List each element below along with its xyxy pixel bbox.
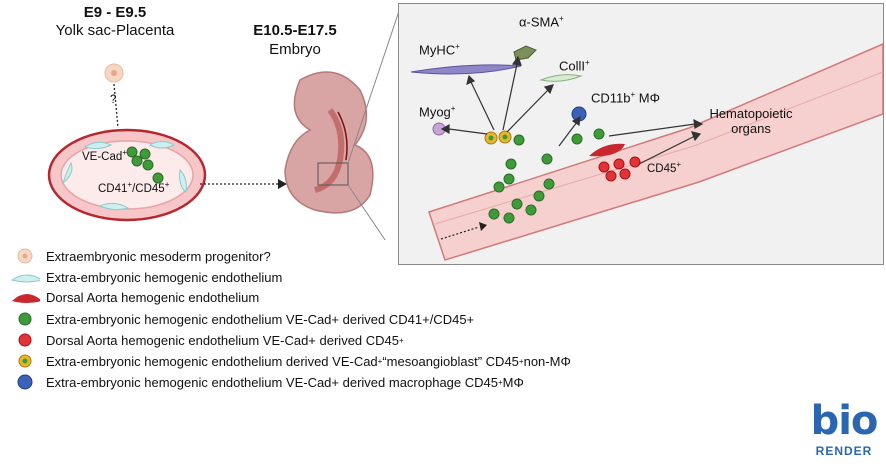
coll-label: CollI+ (559, 58, 590, 74)
question-mark: ? (110, 94, 117, 106)
myhc-label: MyHC+ (419, 42, 460, 58)
legend-item-aorta-endothelium: Dorsal Aorta hemogenic endothelium (10, 288, 259, 306)
myofiber-icon (410, 64, 522, 75)
yolk-sac-diagram (47, 7, 400, 240)
inset-panel: MyHC+ α-SMA+ CollI+ Myog+ CD11b+ MΦ Hema… (398, 3, 884, 265)
vessel (428, 43, 883, 261)
cd11b-label: CD11b+ MΦ (591, 90, 661, 106)
asma-cell-icon (513, 45, 537, 61)
legend-item-mesoangioblast: Extra-embryonic hemogenic endothelium de… (10, 352, 571, 370)
dorsal-aorta-endothelium (589, 143, 625, 157)
embryo-icon (284, 7, 400, 240)
cd41-cd45-label: CD41+/CD45+ (98, 180, 170, 195)
vecad-label: VE-Cad+ (82, 148, 127, 163)
stage2-title: E10.5-E17.5 (253, 22, 337, 39)
coll-cell-icon (539, 74, 583, 82)
legend-item-extra-endothelium: Extra-embryonic hemogenic endothelium (10, 268, 282, 286)
myog-label: Myog+ (419, 104, 456, 120)
legend-item-red-cells: Dorsal Aorta hemogenic endothelium VE-Ca… (10, 331, 404, 349)
cd45-label: CD45+ (647, 160, 682, 175)
legend-item-green-cells: Extra-embryonic hemogenic endothelium VE… (10, 310, 474, 328)
stage1-subtitle: Yolk sac-Placenta (55, 22, 175, 39)
asma-label: α-SMA+ (519, 14, 564, 30)
legend-item-macrophage: Extra-embryonic hemogenic endothelium VE… (10, 373, 524, 391)
stage1-title: E9 - E9.5 (83, 4, 147, 21)
stage2-subtitle: Embryo (269, 41, 321, 58)
legend-item-progenitor: Extraembryonic mesoderm progenitor? (10, 247, 271, 265)
hematopoietic-label: Hematopoietic organs (709, 106, 793, 136)
biorender-logo: bio RENDER (810, 398, 879, 458)
